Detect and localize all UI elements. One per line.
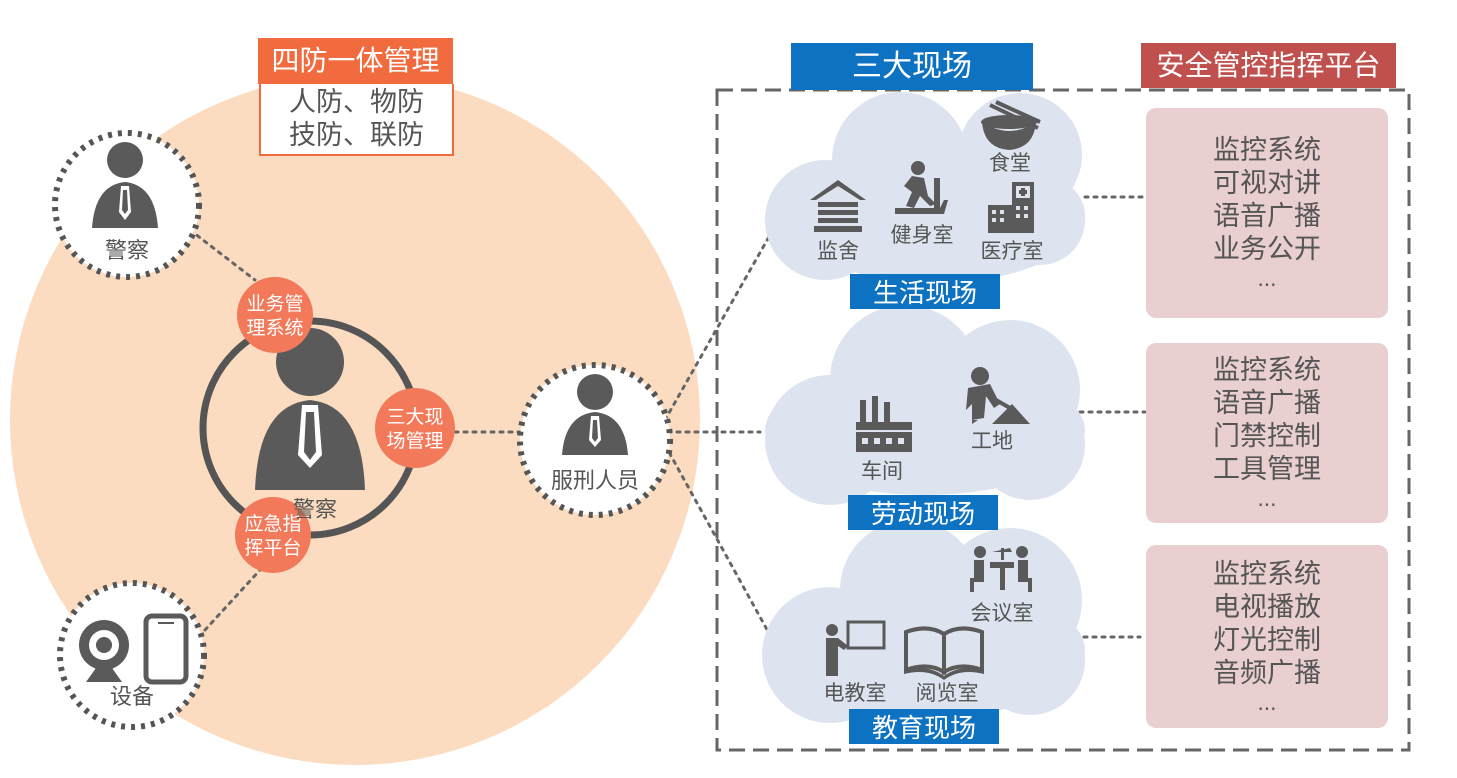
- scene-badge-line2: 场管理: [386, 430, 443, 452]
- construction-worker-icon: [966, 367, 1030, 424]
- life-item-clinic: 医疗室: [981, 239, 1044, 263]
- business-badge-line2: 理系统: [246, 317, 303, 339]
- police-center-label: 警察: [293, 498, 337, 523]
- labor-platform-item: 语音广播: [1213, 388, 1321, 419]
- phone-icon: [143, 613, 189, 685]
- reading-room-book-icon: [904, 626, 984, 680]
- police-center-person-icon: [255, 328, 365, 490]
- devices-node-ring: [57, 580, 207, 730]
- emergency-badge-line1: 应急指: [244, 513, 301, 535]
- labor-item-workshop: 车间: [861, 459, 903, 483]
- life-item-canteen: 食堂: [989, 151, 1031, 175]
- education-scene-cloud: [762, 520, 1085, 723]
- inmates-label: 服刑人员: [551, 469, 639, 494]
- labor-platform-item: 监控系统: [1213, 355, 1321, 386]
- education-item-av-room: 电教室: [824, 681, 887, 705]
- education-item-reading-room: 阅览室: [916, 681, 979, 705]
- devices-label: 设备: [110, 685, 154, 710]
- labor-item-site: 工地: [971, 429, 1013, 453]
- education-item-meeting-room: 会议室: [971, 601, 1034, 625]
- canteen-bowl-icon: [981, 100, 1041, 150]
- business-badge-line1: 业务管: [246, 293, 303, 315]
- education-platform-item: 电视播放: [1213, 591, 1321, 623]
- life-platform-box: 监控系统 可视对讲 语音广播 业务公开 ...: [1146, 108, 1388, 318]
- education-platform-item: 监控系统: [1213, 558, 1321, 590]
- clinic-building-icon: [988, 182, 1034, 233]
- fitness-icon: [895, 161, 948, 214]
- education-platform-box: 监控系统 电视播放 灯光控制 音频广播 ...: [1146, 545, 1388, 728]
- scenes-frame: [715, 88, 1411, 752]
- police-small-person-icon: [92, 142, 158, 228]
- education-platform-item: 灯光控制: [1213, 624, 1321, 656]
- life-platform-item: 业务公开: [1213, 234, 1321, 265]
- meeting-room-icon: [970, 546, 1032, 592]
- life-item-fitness: 健身室: [891, 223, 954, 247]
- life-platform-item: 监控系统: [1213, 135, 1321, 166]
- education-platform-more: ...: [1257, 690, 1277, 715]
- life-platform-item: 可视对讲: [1213, 168, 1321, 199]
- connector-inmates-life: [663, 233, 772, 422]
- scene-management-badge-bg: [375, 388, 455, 468]
- labor-platform-box: 监控系统 语音广播 门禁控制 工具管理 ...: [1146, 343, 1388, 523]
- webcam-icon: [79, 620, 129, 682]
- connector-inmates-education: [663, 443, 772, 637]
- life-platform-item: 语音广播: [1213, 201, 1321, 232]
- emergency-platform-badge-bg: [235, 497, 311, 573]
- labor-platform-item: 工具管理: [1213, 454, 1321, 485]
- labor-platform-item: 门禁控制: [1213, 421, 1321, 452]
- four-defense-line2: 技防、联防: [289, 120, 424, 151]
- classroom-teacher-icon: [826, 620, 886, 676]
- workshop-factory-icon: [856, 396, 912, 452]
- life-platform-more: ...: [1257, 267, 1277, 291]
- four-defense-box: 人防、物防 技防、联防: [259, 84, 454, 156]
- labor-scene-cloud: [765, 305, 1085, 505]
- three-scenes-title: 三大现场: [791, 43, 1033, 90]
- scene-badge-line1: 三大现: [386, 406, 443, 428]
- inmates-person-icon: [562, 374, 628, 455]
- life-item-dormitory: 监舍: [817, 239, 859, 263]
- emergency-badge-line2: 挥平台: [244, 537, 301, 559]
- business-system-badge-bg: [237, 277, 313, 353]
- education-scene-tag: 教育现场: [849, 709, 999, 744]
- platform-title: 安全管控指挥平台: [1141, 43, 1396, 88]
- police-small-label: 警察: [105, 239, 149, 264]
- dormitory-icon: [810, 180, 866, 232]
- four-defense-title: 四防一体管理: [258, 38, 453, 84]
- labor-platform-more: ...: [1257, 487, 1277, 511]
- life-scene-tag: 生活现场: [850, 274, 1000, 309]
- four-defense-line1: 人防、物防: [289, 87, 424, 118]
- labor-scene-tag: 劳动现场: [848, 495, 998, 530]
- education-platform-item: 音频广播: [1213, 657, 1321, 689]
